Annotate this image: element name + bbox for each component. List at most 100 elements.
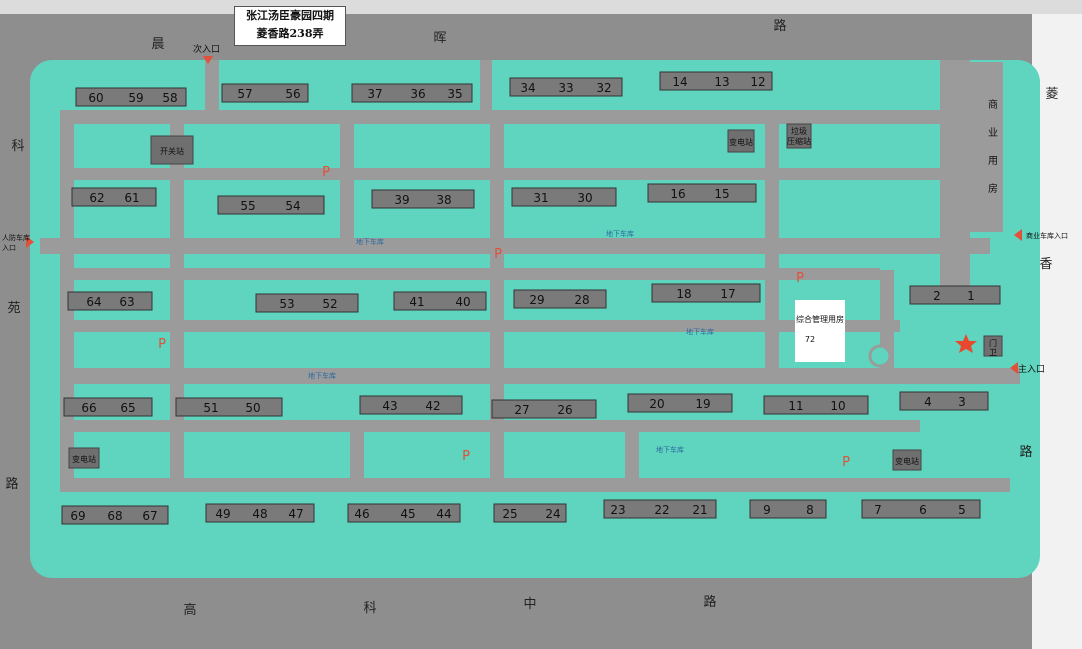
building-label: 50 — [245, 401, 260, 415]
building-label: 29 — [529, 293, 544, 307]
underground-label: 地下车库 — [356, 237, 384, 246]
underground-label: 地下车库 — [308, 371, 336, 380]
underground-label: 地下车库 — [606, 229, 634, 238]
road-bottom-char: 中 — [523, 597, 536, 612]
buildings — [61, 71, 1001, 525]
commercial-entrance-label: 商业车库入口 — [1026, 231, 1068, 240]
building-label: 30 — [577, 191, 592, 205]
building-label: 8 — [806, 503, 814, 517]
road-bottom-char: 路 — [703, 594, 716, 610]
building-label: 67 — [142, 509, 157, 523]
garbage-label-2: 压缩站 — [787, 136, 811, 146]
building-label: 4 — [924, 395, 932, 409]
building-label: 49 — [215, 507, 230, 521]
road-left-char: 路 — [5, 476, 18, 492]
commercial-building — [955, 62, 1003, 232]
building-label: 68 — [107, 509, 122, 523]
main-entrance-arrow — [1010, 362, 1018, 374]
garbage-label-1: 垃圾 — [791, 126, 807, 136]
entrance-arrows — [26, 56, 1022, 374]
commercial-char: 用 — [988, 156, 998, 167]
secondary-entrance-arrow — [203, 56, 213, 64]
road-top-char: 晖 — [433, 31, 446, 46]
road-bottom-char: 高 — [183, 602, 196, 618]
substation-label-ne: 变电站 — [729, 137, 753, 147]
commercial-char: 房 — [988, 182, 998, 195]
building-label: 40 — [455, 295, 470, 309]
building-label: 44 — [436, 507, 451, 521]
building-label: 69 — [70, 509, 85, 523]
west-entrance-label-1: 人防车库 — [2, 233, 30, 242]
building-label: 11 — [788, 399, 803, 413]
facility-north-label: 开关站 — [160, 146, 184, 156]
booth-label-2: 卫 — [989, 348, 997, 357]
building-label: 19 — [695, 397, 710, 411]
right-margin — [1032, 0, 1082, 649]
road-right-char: 香 — [1039, 257, 1052, 272]
facility-labels: 开关站 变电站 垃圾 压缩站 变电站 变电站 综合管理用房 72 门 卫 — [72, 126, 997, 466]
building-label: 5 — [958, 503, 966, 517]
building-label: 48 — [252, 507, 267, 521]
substation-box-se — [892, 449, 922, 471]
parking-marker: P — [796, 271, 804, 286]
building-label: 20 — [649, 397, 664, 411]
road-left-char: 苑 — [7, 301, 20, 316]
building-label: 27 — [514, 403, 529, 417]
west-entrance-label-2: 入口 — [2, 244, 16, 252]
building-label: 16 — [670, 187, 685, 201]
building-label: 55 — [240, 199, 255, 213]
parking-marker: P — [158, 337, 166, 352]
management-number: 72 — [805, 335, 815, 344]
substation-box-sw — [68, 447, 100, 469]
road-left-char: 科 — [11, 139, 24, 154]
main-entrance-label: 主入口 — [1018, 363, 1045, 375]
booth — [983, 335, 1003, 357]
building-label: 51 — [203, 401, 218, 415]
building-label: 28 — [574, 293, 589, 307]
road-names: 晨 晖 路 科 苑 路 菱 香 路 高 科 中 路 — [5, 18, 1058, 618]
building-label: 64 — [86, 295, 101, 309]
commercial-labels: 商 业 用 房 — [988, 98, 998, 195]
building-label: 42 — [425, 399, 440, 413]
entrance-labels: 次入口 主入口 商业车库入口 人防车库 入口 — [2, 43, 1068, 375]
title-line-1: 张江汤臣豪园四期 — [246, 9, 334, 22]
building-label: 54 — [285, 199, 300, 213]
title-line-2: 菱香路238弄 — [256, 27, 324, 40]
building-label: 41 — [409, 295, 424, 309]
top-margin — [0, 0, 1082, 14]
building-label: 46 — [354, 507, 369, 521]
building-label: 26 — [557, 403, 572, 417]
you-are-here-star-icon — [955, 334, 977, 353]
road-bottom-char: 科 — [363, 601, 376, 616]
underground-labels: 地下车库 地下车库 地下车库 地下车库 地下车库 — [308, 229, 714, 454]
substation-label-sw: 变电站 — [72, 454, 96, 464]
building-label: 35 — [447, 87, 462, 101]
road-top-char: 路 — [773, 18, 786, 34]
building-label: 57 — [237, 87, 252, 101]
management-building — [795, 300, 845, 362]
parking-marker: P — [842, 455, 850, 470]
road-top-char: 晨 — [151, 37, 164, 52]
building-label: 32 — [596, 81, 611, 95]
building-label: 31 — [533, 191, 548, 205]
facility-north — [150, 135, 194, 165]
building-label: 66 — [81, 401, 96, 415]
road-right-char: 菱 — [1045, 87, 1058, 102]
parking-marker: P — [462, 449, 470, 464]
building-label: 22 — [654, 503, 669, 517]
building-label: 1 — [967, 289, 975, 303]
underground-label: 地下车库 — [656, 445, 684, 454]
parking-marker: P — [494, 247, 502, 262]
building-label: 3 — [958, 395, 966, 409]
building-label: 39 — [394, 193, 409, 207]
garbage-station — [786, 123, 812, 149]
internal-roads — [40, 60, 1020, 492]
building-label: 21 — [692, 503, 707, 517]
building-label: 15 — [714, 187, 729, 201]
parking-marker: P — [322, 165, 330, 180]
commercial-entrance-arrow — [1014, 229, 1022, 241]
booth-label-1: 门 — [989, 338, 997, 348]
parking-markers: P P P P P P — [158, 165, 850, 470]
commercial-char: 商 — [988, 98, 998, 111]
